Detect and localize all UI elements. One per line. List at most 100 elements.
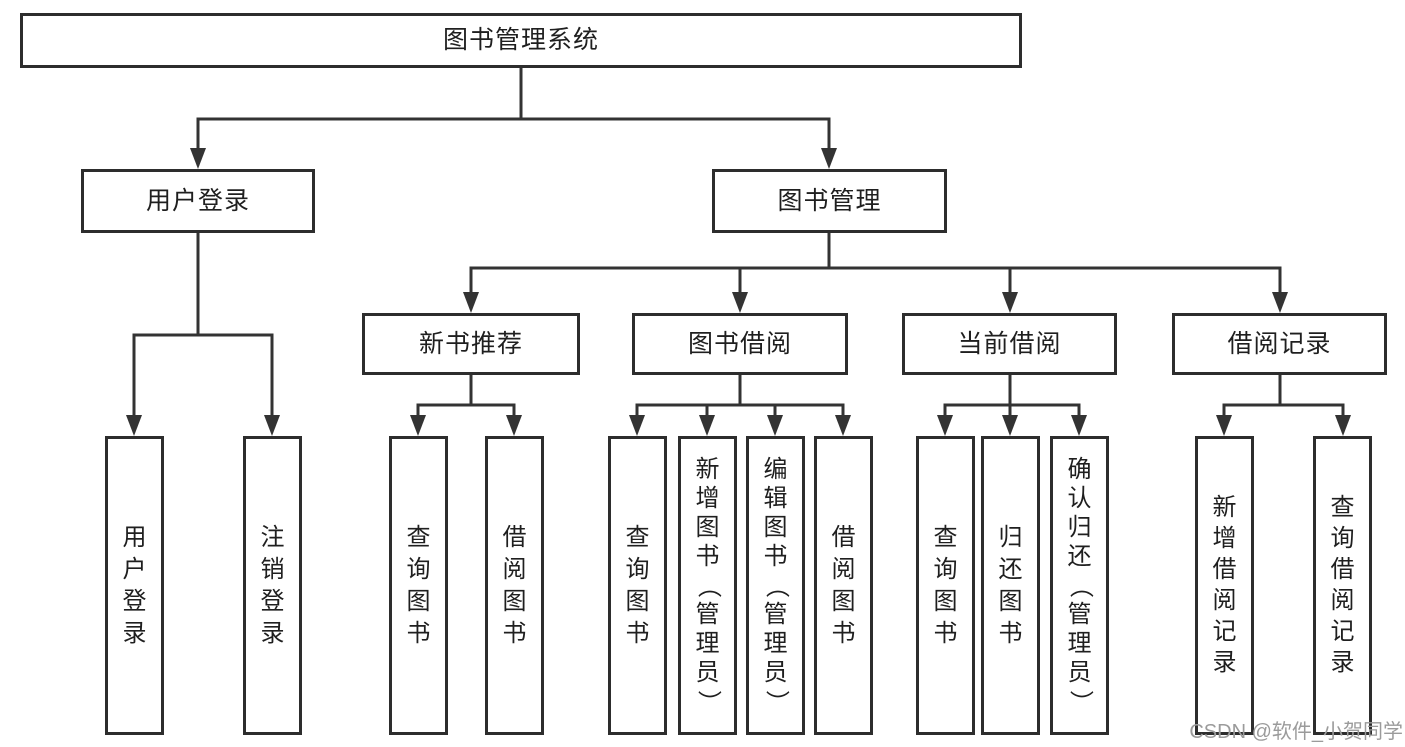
- vertical-char: 员: [695, 658, 720, 686]
- vertical-char: 用: [122, 523, 147, 551]
- vertical-char: 询: [1330, 525, 1355, 552]
- vertical-char: 图: [831, 587, 856, 615]
- node-new-book-recommendation: 新书推荐: [362, 313, 580, 375]
- leaf-return-books: 归还图书: [981, 436, 1040, 735]
- node-borrowing-records-label: 借阅记录: [1227, 329, 1332, 358]
- leaf-query-books-label: 查询图书: [611, 439, 664, 732]
- vertical-char: 录: [1212, 649, 1237, 676]
- arrowhead-down-icon: [767, 415, 783, 436]
- vertical-char: 管: [1067, 600, 1092, 628]
- arrowhead-down-icon: [410, 415, 426, 436]
- vertical-char: 图: [763, 513, 788, 541]
- vertical-char: 图: [933, 587, 958, 615]
- vertical-char: 确: [1067, 455, 1092, 483]
- arrowhead-down-icon: [821, 148, 837, 169]
- vertical-char: 记: [1212, 618, 1237, 645]
- vertical-char: 还: [1067, 542, 1092, 570]
- leaf-add-book-admin-label: 新增图书（管理员）: [681, 439, 734, 732]
- leaf-query-books-label: 查询图书: [919, 439, 972, 732]
- arrowhead-down-icon: [699, 415, 715, 436]
- vertical-char: 理: [763, 629, 788, 657]
- leaf-return-books-label: 归还图书: [984, 439, 1037, 732]
- leaf-query-borrow-record: 查询借阅记录: [1313, 436, 1372, 735]
- leaf-borrow-books-label: 借阅图书: [488, 439, 541, 732]
- vertical-char: 询: [625, 555, 650, 583]
- node-library-management-system: 图书管理系统: [20, 13, 1022, 68]
- arrowhead-down-icon: [463, 292, 479, 313]
- vertical-char: 录: [122, 619, 147, 647]
- leaf-logout-label: 注销登录: [246, 439, 299, 732]
- vertical-char: 询: [933, 555, 958, 583]
- node-book-borrowing: 图书借阅: [632, 313, 848, 375]
- vertical-char: 登: [122, 587, 147, 615]
- vertical-char: 阅: [1330, 587, 1355, 614]
- arrowhead-down-icon: [506, 415, 522, 436]
- leaf-query-borrow-record-label: 查询借阅记录: [1316, 439, 1369, 732]
- vertical-char: 阅: [502, 555, 527, 583]
- vertical-char: 新: [695, 455, 720, 483]
- arrowhead-down-icon: [126, 415, 142, 436]
- leaf-confirm-return-admin-label: 确认归还（管理员）: [1053, 439, 1106, 732]
- leaf-edit-book-admin: 编辑图书（管理员）: [746, 436, 805, 735]
- leaf-add-borrow-record-label: 新增借阅记录: [1198, 439, 1251, 732]
- vertical-char: 记: [1330, 618, 1355, 645]
- vertical-char: 借: [1212, 556, 1237, 583]
- vertical-char: 辑: [763, 484, 788, 512]
- vertical-char: 销: [260, 555, 285, 583]
- vertical-char: 新: [1212, 494, 1237, 521]
- vertical-char: 书: [502, 619, 527, 647]
- node-current-borrowing: 当前借阅: [902, 313, 1117, 375]
- vertical-char: 录: [1330, 649, 1355, 676]
- leaf-borrow-books: 借阅图书: [485, 436, 544, 735]
- vertical-char: 查: [406, 523, 431, 551]
- vertical-char: 书: [933, 619, 958, 647]
- vertical-char: 借: [831, 523, 856, 551]
- vertical-char: 员: [1067, 658, 1092, 686]
- vertical-char: 查: [625, 523, 650, 551]
- vertical-char: 书: [695, 542, 720, 570]
- vertical-char: 管: [695, 600, 720, 628]
- vertical-char: 归: [998, 523, 1023, 551]
- vertical-char: 书: [763, 542, 788, 570]
- vertical-char: 图: [406, 587, 431, 615]
- arrowhead-down-icon: [835, 415, 851, 436]
- leaf-confirm-return-admin: 确认归还（管理员）: [1050, 436, 1109, 735]
- vertical-char: 登: [260, 587, 285, 615]
- leaf-logout: 注销登录: [243, 436, 302, 735]
- vertical-char: 图: [998, 587, 1023, 615]
- vertical-char: ）: [1066, 689, 1094, 714]
- node-user-login: 用户登录: [81, 169, 315, 233]
- watermark: CSDN @软件_小贺同学: [1189, 721, 1403, 743]
- vertical-char: 阅: [1212, 587, 1237, 614]
- vertical-char: 查: [1330, 494, 1355, 521]
- vertical-char: 管: [763, 600, 788, 628]
- node-library-management-system-label: 图书管理系统: [442, 26, 599, 54]
- arrowhead-down-icon: [1071, 415, 1087, 436]
- leaf-add-book-admin: 新增图书（管理员）: [678, 436, 737, 735]
- vertical-char: 询: [406, 555, 431, 583]
- leaf-user-login: 用户登录: [105, 436, 164, 735]
- vertical-char: 归: [1067, 513, 1092, 541]
- vertical-char: 理: [1067, 629, 1092, 657]
- vertical-char: 还: [998, 555, 1023, 583]
- vertical-char: 图: [625, 587, 650, 615]
- leaf-query-books: 查询图书: [608, 436, 667, 735]
- arrowhead-down-icon: [264, 415, 280, 436]
- vertical-char: 查: [933, 523, 958, 551]
- vertical-char: 图: [695, 513, 720, 541]
- vertical-char: 增: [695, 484, 720, 512]
- vertical-char: 录: [260, 619, 285, 647]
- arrowhead-down-icon: [190, 148, 206, 169]
- vertical-char: 注: [260, 523, 285, 551]
- arrowhead-down-icon: [1335, 415, 1351, 436]
- arrowhead-down-icon: [1002, 292, 1018, 313]
- node-book-borrowing-label: 图书借阅: [687, 329, 792, 358]
- vertical-char: 书: [998, 619, 1023, 647]
- vertical-char: 增: [1212, 525, 1237, 552]
- leaf-add-borrow-record: 新增借阅记录: [1195, 436, 1254, 735]
- node-current-borrowing-label: 当前借阅: [957, 329, 1062, 358]
- vertical-char: 编: [763, 455, 788, 483]
- leaf-edit-book-admin-label: 编辑图书（管理员）: [749, 439, 802, 732]
